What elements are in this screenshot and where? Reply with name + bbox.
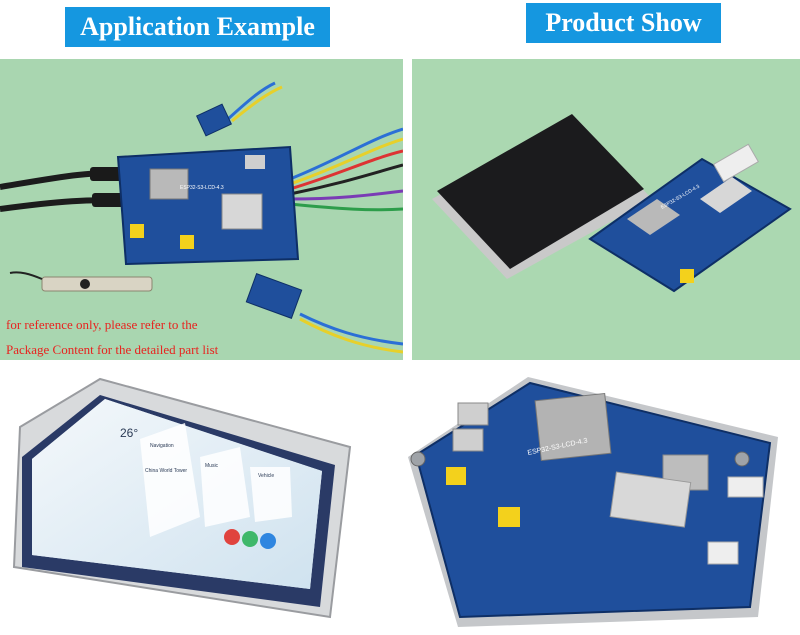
fpc-connector	[221, 193, 263, 230]
yellow-connector	[498, 507, 520, 527]
vehicle-card	[250, 467, 292, 522]
yellow-connector	[180, 235, 194, 249]
photo-board-closeup: ESP32-S3-LCD-4.3	[398, 367, 800, 635]
white-connector	[712, 143, 760, 183]
navigation-card	[140, 423, 200, 537]
application-example-illustration: ESP32-S3-LCD-4.3	[0, 81, 403, 354]
esp32-module	[534, 392, 612, 462]
display-illustration: 26° Navigation China World Tower Music V…	[12, 377, 352, 619]
esp32-module	[627, 199, 680, 235]
navigation-title: Navigation	[150, 443, 174, 449]
vehicle-title: Vehicle	[258, 473, 274, 479]
note-line-2: Package Content for the detailed part li…	[6, 342, 219, 357]
yellow-connector	[130, 224, 144, 238]
product-show-illustration: ESP32-S3-LCD-4.3	[432, 114, 792, 293]
photo-application-example: ESP32-S3-LCD-4.3 for reference only, ple…	[0, 59, 403, 360]
white-connector	[707, 541, 739, 565]
camera-module	[41, 276, 153, 292]
temperature-readout: 26°	[120, 426, 138, 440]
esp32-board	[414, 381, 772, 619]
banner-product-show: Product Show	[526, 3, 721, 43]
board-model-label: ESP32-S3-LCD-4.3	[180, 185, 224, 191]
yellow-connector	[680, 269, 694, 283]
photo-product-show-top: ESP32-S3-LCD-4.3	[412, 59, 800, 360]
display-screen-off	[437, 114, 644, 269]
esp32-module	[149, 168, 189, 200]
note-line-1: for reference only, please refer to the	[6, 317, 198, 332]
usb-c-port	[457, 402, 489, 426]
fpc-connector	[609, 471, 692, 528]
navigation-place: China World Tower	[145, 468, 187, 474]
photo-display-with-ui: 26° Navigation China World Tower Music V…	[0, 367, 398, 635]
fpc-connector	[700, 177, 752, 213]
sensor-module-top	[195, 103, 233, 137]
navigate-icon	[260, 533, 276, 549]
sensor-module-bottom	[245, 273, 303, 319]
white-connector	[727, 476, 764, 498]
music-title: Music	[205, 463, 219, 469]
esp32-board	[116, 145, 300, 266]
banner-application-example: Application Example	[65, 7, 330, 47]
usb-cable-plug	[92, 193, 128, 207]
message-icon	[242, 531, 258, 547]
board-closeup-illustration: ESP32-S3-LCD-4.3	[408, 377, 778, 627]
music-card	[200, 447, 250, 527]
usb-c-port	[452, 428, 484, 452]
sd-card-slot	[245, 155, 265, 169]
phone-icon	[224, 529, 240, 545]
yellow-connector	[446, 467, 466, 485]
